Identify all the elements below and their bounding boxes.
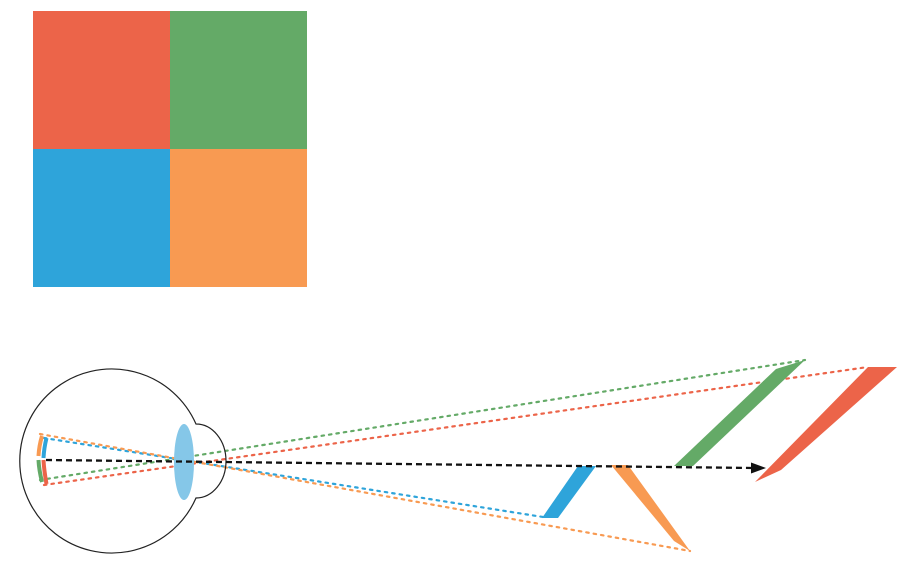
red-projection-line (42, 365, 870, 487)
green-projection-line (38, 358, 807, 482)
retina-orange-arc (36, 435, 44, 457)
green-quadrant (170, 11, 307, 149)
blue-quadrant (33, 149, 170, 287)
retina-image (36, 435, 49, 485)
retina-red-arc (41, 459, 49, 485)
red-shape (755, 367, 897, 482)
blue-projection-line (42, 436, 545, 519)
visual-axis-arrow (45, 458, 766, 474)
projected-shapes (542, 360, 897, 551)
orange-quadrant (170, 149, 307, 287)
color-quadrant-grid (33, 11, 307, 287)
orange-projection-line (38, 432, 692, 553)
retina-green-arc (36, 459, 44, 483)
eyeball-outline (19, 368, 227, 554)
green-shape (674, 360, 805, 466)
red-quadrant (33, 11, 170, 149)
blue-shape (542, 466, 596, 518)
lens (174, 424, 194, 500)
projection-lines (38, 358, 870, 553)
orange-shape (611, 465, 690, 551)
retina-blue-arc (41, 437, 49, 459)
